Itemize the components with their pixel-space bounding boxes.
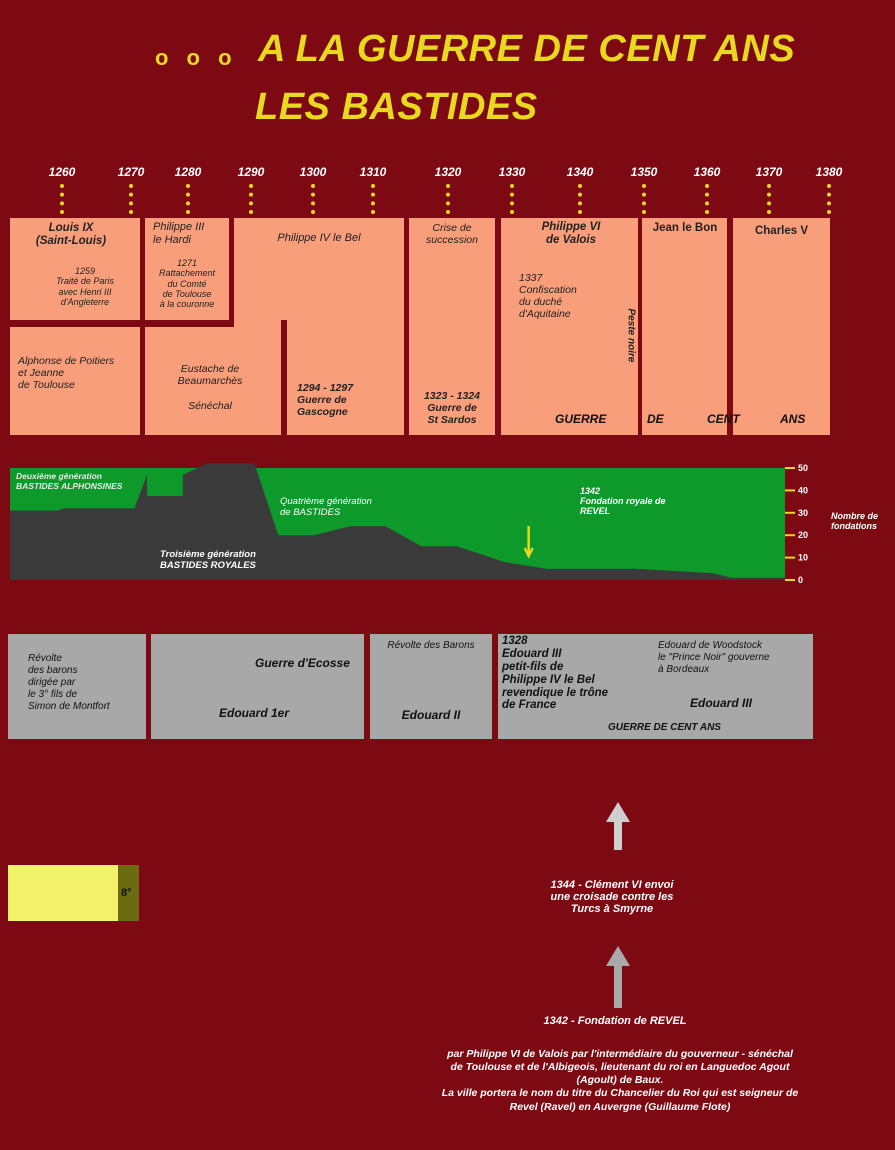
- revel-description: par Philippe VI de Valois par l'interméd…: [441, 1048, 799, 1113]
- guerre-ecosse-label: Guerre d'Ecosse: [255, 656, 350, 670]
- axis-tick-label: 50: [798, 463, 808, 473]
- edouard-1er-label: Edouard 1er: [219, 706, 290, 720]
- guerre-word-3: CENT: [707, 412, 740, 426]
- philippe-vi-title: Philippe VI de Valois: [541, 221, 601, 247]
- timeline-year: 1270: [117, 165, 145, 179]
- louis-ix-note: 1259 Traité de Paris avec Henri III d'An…: [56, 266, 114, 308]
- guerre-word-4: ANS: [780, 412, 806, 426]
- timeline-tick: [311, 184, 315, 214]
- timeline-tick: [371, 184, 375, 214]
- gen3-label: Troisième génération BASTIDES ROYALES: [160, 549, 256, 571]
- alphonse-box: Alphonse de Poitiers et Jeanne de Toulou…: [10, 327, 140, 435]
- edouard-iii-label: Edouard III: [690, 696, 753, 710]
- revolte-barons-label: Révolte des Barons: [387, 640, 475, 651]
- timeline-year: 1360: [693, 165, 721, 179]
- timeline-tick: [446, 184, 450, 214]
- arrow-up-icon: [606, 946, 630, 1008]
- bastides-chart: 50 40 30 20 10 0: [10, 463, 808, 585]
- revel-arrow-icon: [523, 526, 534, 559]
- century-marker: [118, 865, 139, 921]
- peste-noire-label: Peste noire: [625, 308, 637, 363]
- philippe-iii-note: 1271 Rattachement du Comté de Toulouse à…: [158, 258, 216, 310]
- philippe-iii-title: Philippe III le Hardi: [153, 221, 205, 246]
- guerre-word-2: DE: [647, 412, 664, 426]
- axis-tick-label: 30: [798, 508, 808, 518]
- gca-label: GUERRE DE CENT ANS: [608, 722, 721, 733]
- page-title: A LA GUERRE DE CENT ANS: [258, 28, 796, 70]
- gen4-label: Quatrième génération de BASTIDES: [280, 496, 372, 518]
- century-block: [8, 865, 139, 921]
- revolte-montfort-label: Révolte des barons dirigée par le 3° fil…: [28, 653, 110, 712]
- timeline-year: 1370: [755, 165, 783, 179]
- header-dots: o o o: [155, 45, 238, 70]
- charles-v-box: Charles V: [733, 218, 830, 435]
- axis-tick-label: 0: [798, 575, 803, 585]
- axis-tick-label: 10: [798, 553, 808, 563]
- guerre-word-1: GUERRE: [555, 412, 607, 426]
- revolte-montfort-box: Révolte des barons dirigée par le 3° fil…: [8, 634, 146, 739]
- timeline-year: 1310: [359, 165, 387, 179]
- edouard-1er-box: Guerre d'Ecosse Edouard 1er: [151, 634, 364, 739]
- timeline-year: 1350: [630, 165, 658, 179]
- crise-box: Crise de succession 1323 - 1324 Guerre d…: [409, 218, 495, 435]
- louis-ix-box: Louis IX (Saint-Louis) 1259 Traité de Pa…: [10, 218, 140, 320]
- crise-note: 1323 - 1324 Guerre de St Sardos: [423, 390, 481, 427]
- timeline-tick: [767, 184, 771, 214]
- timeline-year: 1320: [434, 165, 462, 179]
- timeline-year: 1340: [566, 165, 594, 179]
- timeline-tick: [510, 184, 514, 214]
- page-subtitle: LES BASTIDES: [255, 86, 538, 128]
- axis-title: Nombre de fondations: [831, 511, 879, 531]
- gen2-area: [10, 468, 136, 509]
- philippe-iv-title: Philippe IV le Bel: [277, 232, 361, 244]
- arrow-up-icon: [606, 802, 630, 850]
- timeline-tick: [578, 184, 582, 214]
- alphonse-label: Alphonse de Poitiers et Jeanne de Toulou…: [18, 355, 115, 392]
- edouard-iii-box: 1328 Edouard III petit-fils de Philippe …: [498, 634, 813, 739]
- timeline-year: 1290: [237, 165, 265, 179]
- revel-annotation: 1342 Fondation royale de REVEL: [580, 486, 666, 516]
- edouard-ii-box: Révolte des Barons Edouard II: [370, 634, 492, 739]
- timeline-year: 1380: [815, 165, 843, 179]
- jean-le-bon-title: Jean le Bon: [652, 222, 718, 234]
- philippe-vi-note: 1337 Confiscation du duché d'Aquitaine: [519, 272, 577, 321]
- axis-tick-label: 40: [798, 485, 808, 495]
- peste-noire-divider: [638, 218, 642, 435]
- eustache-role: Sénéchal: [188, 400, 232, 412]
- timeline-tick: [642, 184, 646, 214]
- timeline-year: 1330: [498, 165, 526, 179]
- woodstock-label: Edouard de Woodstock le "Prince Noir" go…: [658, 640, 770, 675]
- jean-le-bon-box: Jean le Bon: [642, 218, 728, 435]
- philippe-iv-note: 1294 - 1297 Guerre de Gascogne: [297, 382, 354, 419]
- philippe-iv-note-box: 1294 - 1297 Guerre de Gascogne: [287, 327, 404, 435]
- gen2-label: Deuxième génération BASTIDES ALPHONSINES: [16, 471, 123, 491]
- timeline-tick: [827, 184, 831, 214]
- timeline-tick: [705, 184, 709, 214]
- gen2-area-small: [147, 468, 183, 496]
- edouard-iii-text: 1328 Edouard III petit-fils de Philippe …: [502, 635, 609, 712]
- philippe-vi-box: Philippe VI de Valois 1337 Confiscation …: [501, 218, 639, 435]
- eustache-box: Eustache de Beaumarchès Sénéchal: [145, 327, 281, 435]
- timeline-tick: [249, 184, 253, 214]
- timeline-tick: [129, 184, 133, 214]
- timeline-year: 1300: [299, 165, 327, 179]
- timeline-tick: [60, 184, 64, 214]
- crise-title: Crise de succession: [426, 222, 478, 247]
- fondation-revel-note: 1342 - Fondation de REVEL: [543, 1015, 687, 1027]
- louis-ix-title: Louis IX (Saint-Louis): [35, 222, 107, 248]
- timeline-tick: [186, 184, 190, 214]
- eustache-separator: [281, 320, 287, 435]
- charles-divider: [727, 218, 733, 435]
- gen3-area: [10, 463, 785, 580]
- timeline-year: 1280: [174, 165, 202, 179]
- timeline-year: 1260: [48, 165, 76, 179]
- philippe-iii-box: Philippe III le Hardi 1271 Rattachement …: [145, 218, 229, 320]
- century-label: 8°: [121, 887, 132, 899]
- charles-v-title: Charles V: [754, 225, 809, 237]
- edouard-ii-label: Edouard II: [401, 708, 461, 722]
- axis-tick-label: 20: [798, 530, 808, 540]
- clement-note: 1344 - Clément VI envoi une croisade con…: [550, 879, 674, 915]
- eustache-title: Eustache de Beaumarchès: [177, 363, 243, 388]
